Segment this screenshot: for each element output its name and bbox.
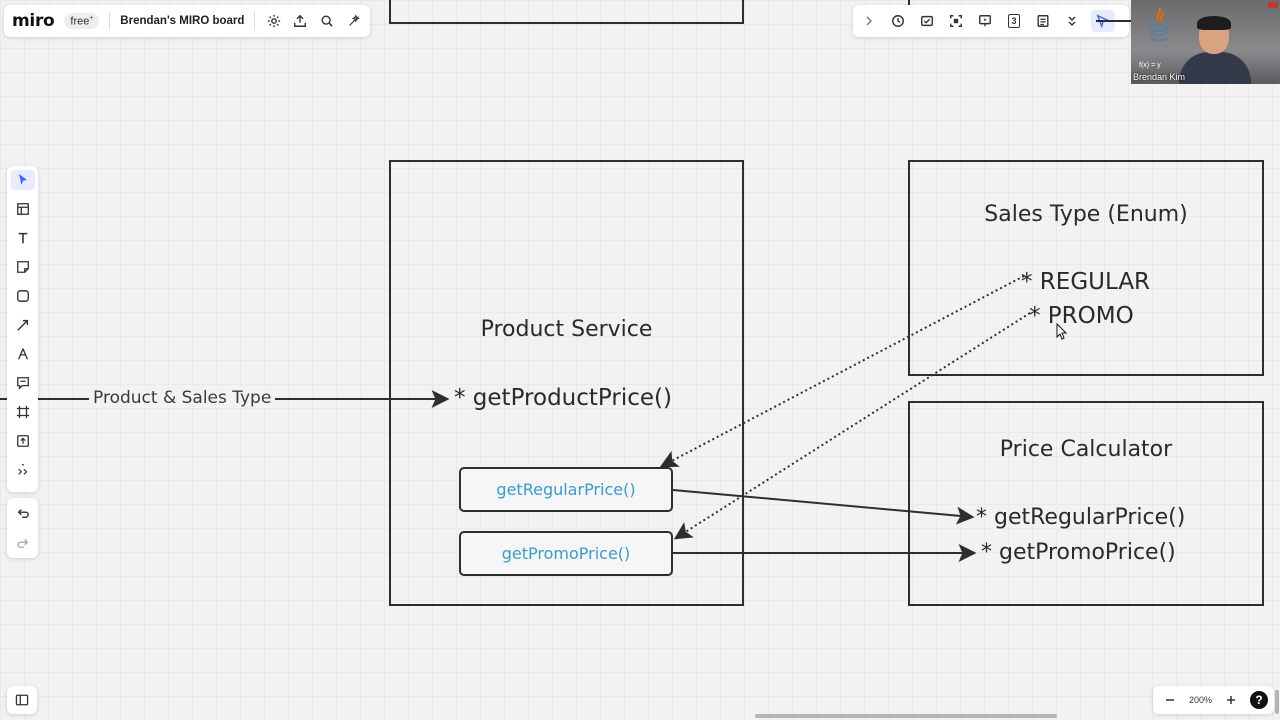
vertical-scrollbar[interactable] <box>1275 690 1279 714</box>
sticky-note-icon[interactable] <box>11 257 35 277</box>
more-icon[interactable] <box>1062 11 1082 31</box>
comment-icon[interactable] <box>11 373 35 393</box>
left-toolbar <box>7 166 38 492</box>
price-calculator-title: Price Calculator <box>999 437 1173 462</box>
calc-get-promo-price: * getPromoPrice() <box>981 540 1176 565</box>
person-body <box>1179 52 1251 84</box>
settings-icon[interactable] <box>265 11 282 31</box>
person-hair <box>1197 16 1231 30</box>
plan-badge[interactable]: free+ <box>64 12 100 30</box>
undo-redo-toolbar <box>7 498 38 558</box>
upload-icon[interactable] <box>11 431 35 451</box>
sales-type-regular: * REGULAR <box>1021 269 1151 295</box>
notes-icon[interactable] <box>1033 11 1053 31</box>
miro-logo[interactable]: miro <box>12 11 55 31</box>
get-promo-price-box[interactable]: getPromoPrice() <box>459 531 673 576</box>
webcam-overlay: f(x) = y Brendan Kim <box>1131 0 1280 84</box>
top-left-toolbar: miro free+ Brendan's MIRO board <box>4 5 370 37</box>
templates-icon[interactable] <box>11 199 35 219</box>
video-caption: f(x) = y <box>1139 62 1161 69</box>
voting-icon[interactable] <box>917 11 937 31</box>
sales-type-promo: * PROMO <box>1029 303 1134 329</box>
get-regular-price-box[interactable]: getRegularPrice() <box>459 467 673 512</box>
undo-icon[interactable] <box>11 503 35 523</box>
frame-tool-icon[interactable] <box>11 402 35 422</box>
toolbar-divider <box>254 12 256 30</box>
toolbar-line-ext <box>1096 20 1132 22</box>
select-icon[interactable] <box>10 170 35 190</box>
connection-line-icon[interactable] <box>11 315 35 335</box>
toolbar-divider <box>109 12 111 30</box>
price-calculator-frame[interactable]: Price Calculator <box>908 401 1264 606</box>
plan-badge-label: free <box>70 15 90 28</box>
more-tools-icon[interactable] <box>11 460 35 480</box>
present-icon[interactable] <box>975 11 995 31</box>
redo-icon[interactable] <box>11 533 35 553</box>
horizontal-scrollbar[interactable] <box>755 714 1057 718</box>
sidebar-panel-icon <box>15 694 29 706</box>
frame-icon[interactable] <box>946 11 966 31</box>
chevron-right-icon[interactable] <box>859 11 879 31</box>
board-panel-toggle[interactable] <box>7 686 37 714</box>
zoom-level[interactable]: 200% <box>1188 695 1213 705</box>
board-name[interactable]: Brendan's MIRO board <box>120 15 245 27</box>
product-service-title: Product Service <box>480 317 653 342</box>
count-value: 3 <box>1008 14 1020 28</box>
magic-icon[interactable] <box>345 11 362 31</box>
shape-icon[interactable] <box>11 286 35 306</box>
frame-partial-top[interactable] <box>389 0 744 24</box>
zoom-in-button[interactable] <box>1224 690 1238 710</box>
pen-icon[interactable] <box>11 344 35 364</box>
sales-type-title: Sales Type (Enum) <box>984 202 1188 227</box>
count-icon[interactable]: 3 <box>1004 11 1024 31</box>
share-icon[interactable] <box>292 11 309 31</box>
search-icon[interactable] <box>319 11 336 31</box>
timer-icon[interactable] <box>888 11 908 31</box>
zoom-controls: 200% ? <box>1153 686 1274 714</box>
frame-partial-top-right-edge <box>908 0 910 5</box>
calc-get-regular-price: * getRegularPrice() <box>976 505 1186 530</box>
edge-label-product-sales-type[interactable]: Product & Sales Type <box>89 388 276 408</box>
top-right-toolbar: 3 <box>853 5 1129 37</box>
get-product-price-method: * getProductPrice() <box>454 385 672 411</box>
mouse-cursor-icon <box>1056 323 1068 340</box>
help-button[interactable]: ? <box>1249 691 1268 709</box>
java-logo-icon <box>1149 7 1169 42</box>
record-badge <box>1268 2 1278 8</box>
text-icon[interactable] <box>11 228 35 248</box>
sales-type-frame[interactable]: Sales Type (Enum) <box>908 160 1264 376</box>
zoom-out-button[interactable] <box>1163 690 1177 710</box>
speaker-name: Brendan Kim <box>1133 72 1186 82</box>
